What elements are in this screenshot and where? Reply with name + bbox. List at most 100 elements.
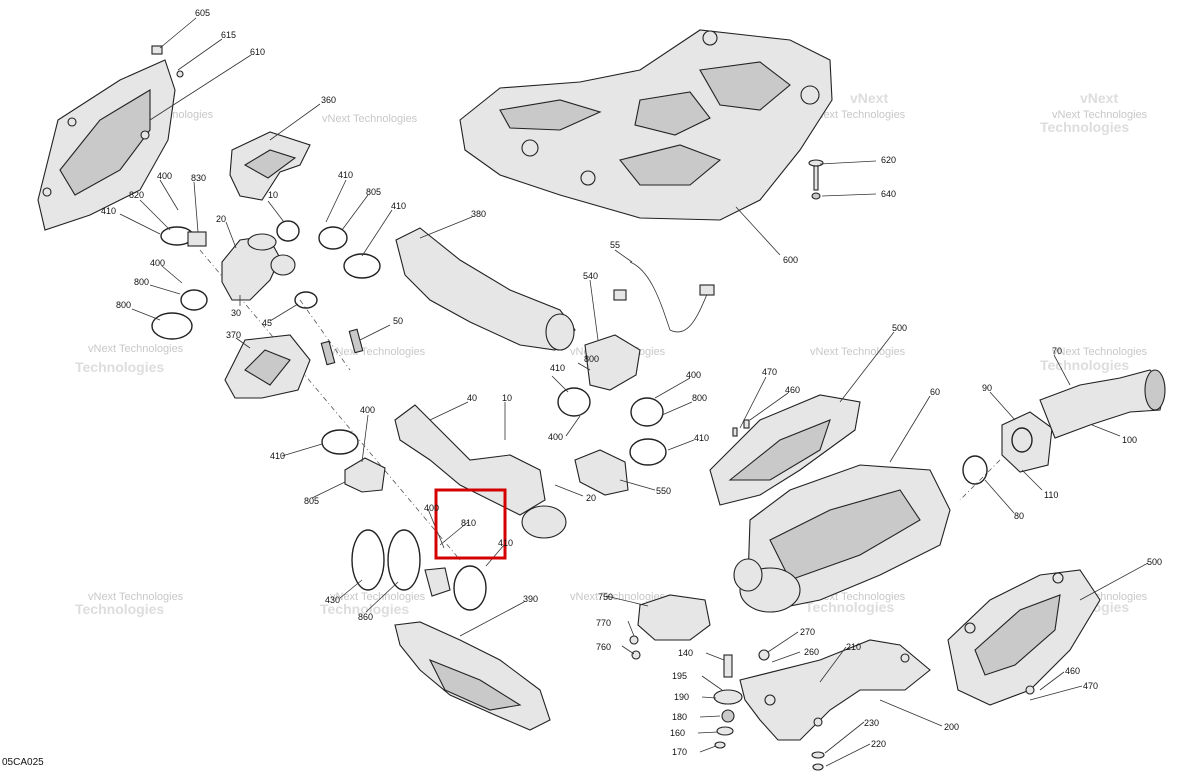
- callout-190[interactable]: 190: [674, 692, 689, 702]
- watermark-text: Technologies: [320, 601, 409, 617]
- leader-lines: [119, 17, 1149, 767]
- callout-230[interactable]: 230: [864, 718, 879, 728]
- callout-470[interactable]: 470: [762, 367, 777, 377]
- callout-600[interactable]: 600: [783, 255, 798, 265]
- callout-770[interactable]: 770: [596, 618, 611, 628]
- diagram-code: 05CA025: [2, 757, 44, 768]
- callout-540[interactable]: 540: [583, 271, 598, 281]
- watermark-text: Technologies: [805, 599, 894, 615]
- watermark-text: vNext Technologies: [570, 591, 666, 603]
- callout-10[interactable]: 10: [268, 190, 278, 200]
- callout-410[interactable]: 410: [391, 201, 406, 211]
- callout-820[interactable]: 820: [129, 190, 144, 200]
- callout-640[interactable]: 640: [881, 189, 896, 199]
- callout-400[interactable]: 400: [686, 370, 701, 380]
- watermark-text: vNext: [850, 90, 888, 106]
- callout-410[interactable]: 410: [694, 433, 709, 443]
- watermark-text: vNext Technologies: [88, 591, 184, 603]
- bracket-200: [739, 639, 931, 741]
- callout-30[interactable]: 30: [231, 308, 241, 318]
- callout-55[interactable]: 55: [610, 240, 620, 250]
- callout-70[interactable]: 70: [1052, 346, 1062, 356]
- callout-380[interactable]: 380: [471, 209, 486, 219]
- callout-195[interactable]: 195: [672, 671, 687, 681]
- callout-200[interactable]: 200: [944, 722, 959, 732]
- front-pipe-40: [394, 404, 546, 516]
- watermark-text: Technologies: [1040, 119, 1129, 135]
- callout-410[interactable]: 800: [116, 300, 131, 310]
- watermark-text: Technologies: [75, 359, 164, 375]
- watermark-text: vNext Technologies: [1052, 109, 1148, 121]
- callout-500[interactable]: 500: [892, 323, 907, 333]
- callout-410[interactable]: 410: [550, 363, 565, 373]
- callout-20[interactable]: 20: [586, 493, 596, 503]
- callout-160[interactable]: 160: [670, 728, 685, 738]
- callout-10[interactable]: 10: [502, 393, 512, 403]
- callout-760[interactable]: 760: [596, 642, 611, 652]
- watermark-text: vNext: [1080, 90, 1118, 106]
- watermark-text: vNext Technologies: [322, 113, 418, 125]
- watermark-text: vNext Technologies: [330, 346, 426, 358]
- callout-430[interactable]: 430: [325, 595, 340, 605]
- callout-370[interactable]: 370: [226, 330, 241, 340]
- callout-610[interactable]: 610: [250, 47, 265, 57]
- callout-400[interactable]: 400: [360, 405, 375, 415]
- callout-410[interactable]: 410: [101, 206, 116, 216]
- callout-40[interactable]: 40: [467, 393, 477, 403]
- callout-805[interactable]: 805: [366, 187, 381, 197]
- callout-605[interactable]: 605: [195, 8, 210, 18]
- watermark-text: Technologies: [1040, 357, 1129, 373]
- callout-800[interactable]: 800: [134, 277, 149, 287]
- callout-400[interactable]: 410: [338, 170, 353, 180]
- callout-220[interactable]: 220: [871, 739, 886, 749]
- callout-800[interactable]: 800: [692, 393, 707, 403]
- callout-460[interactable]: 460: [1065, 666, 1080, 676]
- callout-260[interactable]: 260: [804, 647, 819, 657]
- callout-830[interactable]: 830: [191, 173, 206, 183]
- watermark-text: vNext Technologies: [1052, 346, 1148, 358]
- callout-620[interactable]: 620: [881, 155, 896, 165]
- callout-80[interactable]: 80: [1014, 511, 1024, 521]
- callout-140[interactable]: 140: [678, 648, 693, 658]
- watermark-text: Technologies: [75, 601, 164, 617]
- callout-400[interactable]: 400: [548, 432, 563, 442]
- callout-110[interactable]: 110: [1044, 490, 1058, 500]
- callout-410[interactable]: 410: [498, 538, 513, 548]
- callout-750[interactable]: 750: [598, 592, 613, 602]
- watermark-text: vNext Technologies: [88, 343, 184, 355]
- callout-100[interactable]: 100: [1122, 435, 1137, 445]
- callout-270[interactable]: 270: [800, 627, 815, 637]
- callout-180[interactable]: 180: [672, 712, 687, 722]
- watermark-text: vNext Technologies: [810, 346, 906, 358]
- callout-360[interactable]: 360: [321, 95, 336, 105]
- callout-45[interactable]: 45: [262, 318, 272, 328]
- callout-860[interactable]: 860: [358, 612, 373, 622]
- centerlines: [199, 249, 1001, 561]
- callout-400[interactable]: 400: [150, 258, 165, 268]
- callout-500[interactable]: 500: [1147, 557, 1162, 567]
- callout-460[interactable]: 460: [785, 385, 800, 395]
- callout-410[interactable]: 410: [270, 451, 285, 461]
- parts-layer: [37, 29, 1166, 771]
- callout-400[interactable]: 400: [424, 503, 439, 513]
- callout-550[interactable]: 550: [656, 486, 671, 496]
- callout-50[interactable]: 50: [393, 316, 403, 326]
- callout-615[interactable]: 615: [221, 30, 236, 40]
- callout-800[interactable]: 800: [584, 354, 599, 364]
- callout-805[interactable]: 805: [304, 496, 319, 506]
- highlight-box-810: [434, 488, 507, 560]
- callout-170[interactable]: 170: [672, 747, 687, 757]
- watermark-text: vNext Technologies: [810, 109, 906, 121]
- callout-400[interactable]: 400: [157, 171, 172, 181]
- watermark-text: vNext Technologies: [330, 591, 426, 603]
- callout-20[interactable]: 20: [216, 214, 226, 224]
- callout-470[interactable]: 470: [1083, 681, 1098, 691]
- callout-810[interactable]: 810: [461, 518, 476, 528]
- callout-60[interactable]: 60: [930, 387, 940, 397]
- callout-390[interactable]: 390: [523, 594, 538, 604]
- heat-shield-390: [394, 621, 551, 731]
- callout-90[interactable]: 90: [982, 383, 992, 393]
- callout-labels: 605 615 610 360 400 830 820 410 10 20 40…: [101, 8, 1162, 757]
- callout-210[interactable]: 210: [846, 642, 861, 652]
